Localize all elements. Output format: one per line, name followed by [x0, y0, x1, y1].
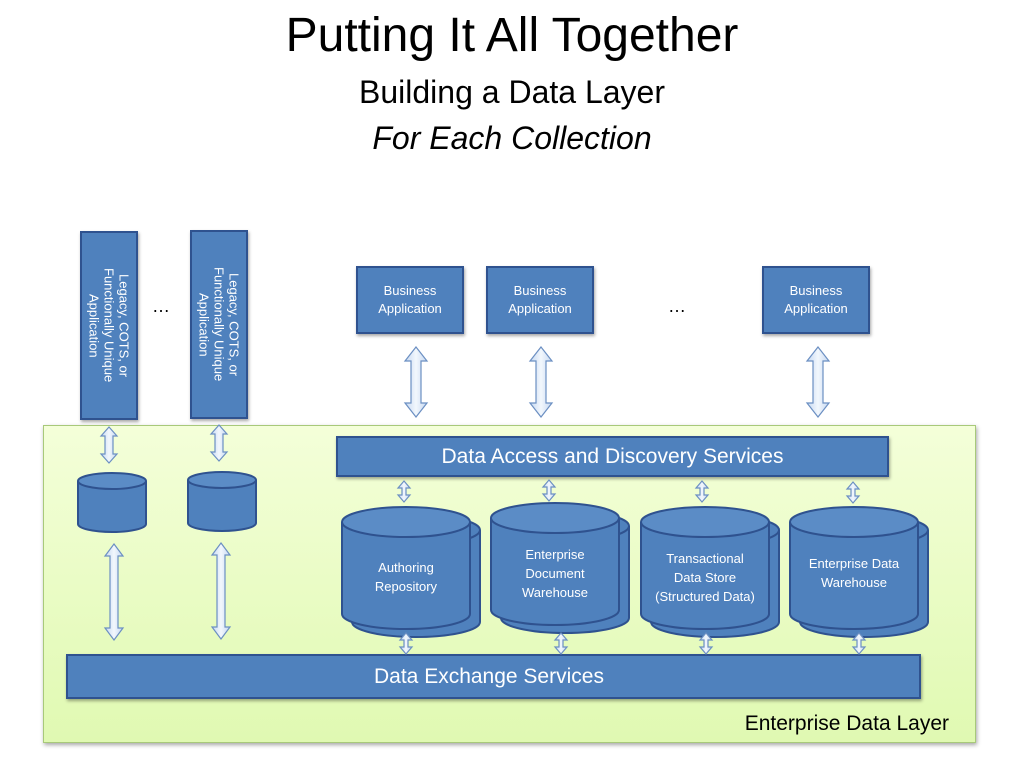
double-arrow-icon	[694, 480, 710, 503]
page-subtitle: Building a Data Layer	[359, 74, 665, 110]
legacy-data-store-2	[187, 471, 257, 532]
business-application-label-1: Business Application	[378, 283, 442, 316]
double-arrow-icon	[698, 632, 714, 655]
enterprise-data-warehouse-label: Enterprise Data Warehouse	[808, 556, 900, 590]
data-access-discovery-services-label: Data Access and Discovery Services	[441, 444, 784, 468]
legacy-application-label-1: Legacy, COTS, or Functionally Unique App…	[86, 268, 132, 383]
double-arrow-icon	[805, 346, 831, 418]
enterprise-document-warehouse-cylinder	[490, 502, 630, 634]
double-arrow-icon	[851, 632, 867, 655]
legacy-application-label-2: Legacy, COTS, or Functionally Unique App…	[196, 267, 242, 382]
authoring-repository-label: Authoring Repository	[374, 560, 438, 594]
legacy-ellipsis: …	[152, 296, 170, 316]
double-arrow-icon	[103, 543, 125, 641]
page-subtitle-italic: For Each Collection	[372, 120, 652, 156]
legacy-application-box-2: Legacy, COTS, or Functionally Unique App…	[190, 230, 248, 419]
double-arrow-icon	[99, 426, 119, 464]
transactional-data-store-cylinder	[640, 506, 780, 638]
double-arrow-icon	[210, 542, 232, 640]
double-arrow-icon	[541, 479, 557, 502]
business-application-box-3: Business Application	[762, 266, 870, 334]
data-exchange-services-label: Data Exchange Services	[374, 664, 604, 688]
double-arrow-icon	[553, 632, 569, 655]
double-arrow-icon	[209, 424, 229, 462]
business-application-box-2: Business Application	[486, 266, 594, 334]
double-arrow-icon	[528, 346, 554, 418]
double-arrow-icon	[845, 481, 861, 504]
data-exchange-services-bar: Data Exchange Services	[66, 654, 921, 699]
double-arrow-icon	[403, 346, 429, 418]
enterprise-data-layer-label: Enterprise Data Layer	[744, 712, 949, 735]
legacy-data-store-1	[77, 472, 147, 533]
business-application-label-2: Business Application	[508, 283, 572, 316]
data-access-discovery-services-bar: Data Access and Discovery Services	[336, 436, 889, 477]
business-application-box-1: Business Application	[356, 266, 464, 334]
legacy-application-box-1: Legacy, COTS, or Functionally Unique App…	[80, 231, 138, 420]
enterprise-document-warehouse-label: Enterprise Document Warehouse	[522, 546, 588, 600]
page-title: Putting It All Together	[285, 9, 739, 62]
enterprise-data-warehouse-cylinder	[789, 506, 929, 638]
double-arrow-icon	[398, 632, 414, 655]
double-arrow-icon	[396, 480, 412, 503]
business-application-label-3: Business Application	[784, 283, 848, 316]
authoring-repository-cylinder	[341, 506, 481, 638]
business-ellipsis: …	[668, 296, 686, 316]
transactional-data-store-label: Transactional Data Store (Structured Dat…	[655, 550, 755, 604]
